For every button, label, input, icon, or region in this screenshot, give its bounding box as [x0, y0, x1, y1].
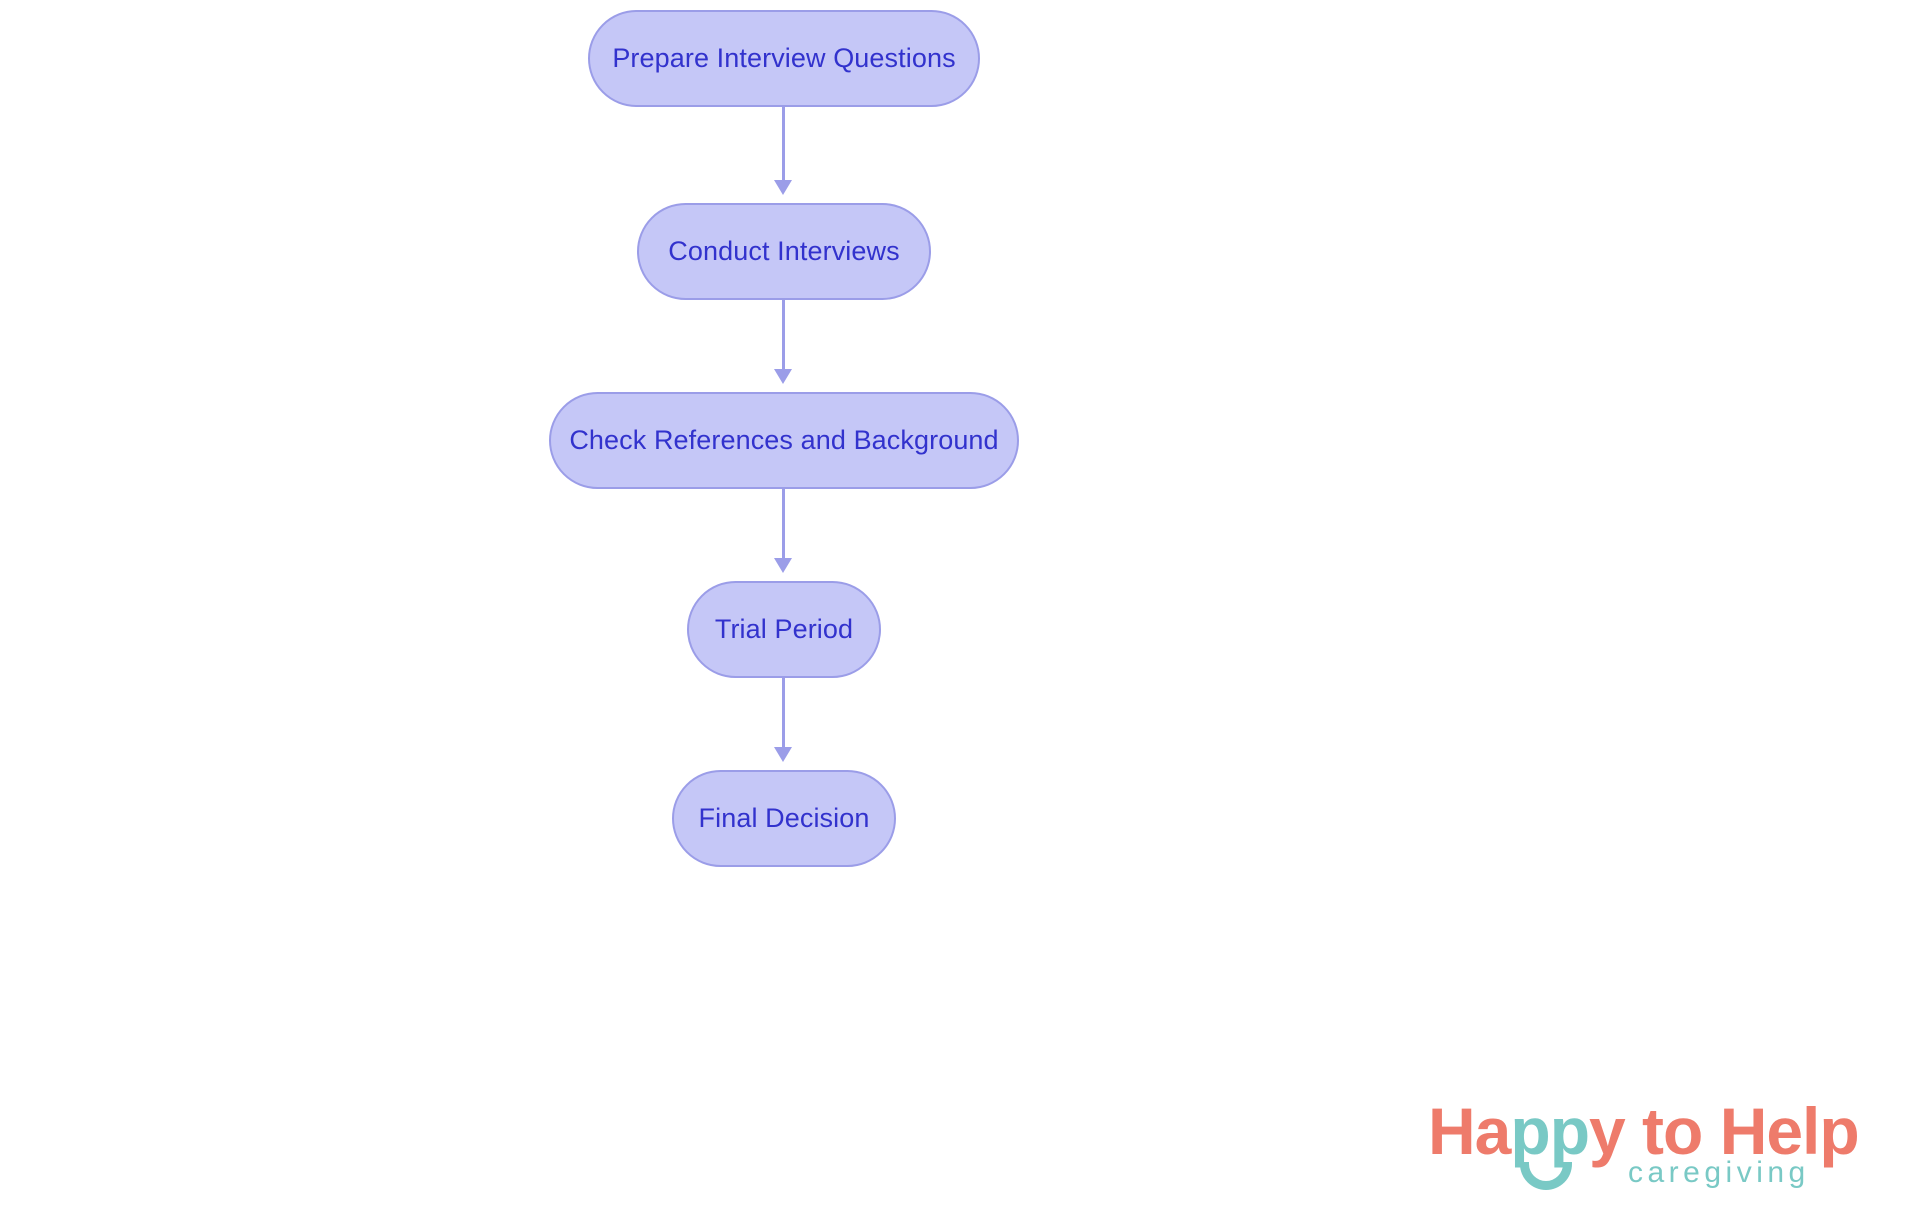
smile-arc-icon: [1520, 1162, 1572, 1190]
logo-word-part-3: y to Help: [1589, 1094, 1860, 1168]
flow-arrowhead-icon-1: [774, 180, 792, 195]
flow-node-label: Prepare Interview Questions: [612, 43, 956, 73]
brand-logo: Happy to Help caregiving: [1428, 1098, 1888, 1208]
flow-connector-line-3: [782, 489, 785, 566]
flow-node-label: Conduct Interviews: [668, 236, 900, 266]
logo-word-part-2: pp: [1510, 1094, 1590, 1168]
flow-arrowhead-icon-2: [774, 369, 792, 384]
flow-node-trial-period[interactable]: Trial Period: [687, 581, 881, 678]
flow-node-conduct-interviews[interactable]: Conduct Interviews: [637, 203, 931, 300]
flow-node-check-references-and-background[interactable]: Check References and Background: [549, 392, 1019, 489]
flow-connector-line-4: [782, 678, 785, 755]
logo-word-part-1: Ha: [1428, 1094, 1511, 1168]
flow-connector-line-2: [782, 300, 785, 377]
flow-node-label: Trial Period: [714, 614, 854, 644]
flow-connector-line-1: [782, 107, 785, 188]
logo-tagline: caregiving: [1628, 1156, 1810, 1189]
flow-node-final-decision[interactable]: Final Decision: [672, 770, 896, 867]
flow-node-label: Final Decision: [698, 803, 870, 833]
flow-arrowhead-icon-3: [774, 558, 792, 573]
logo-wordmark: Happy to Help: [1428, 1098, 1860, 1164]
flow-node-label: Check References and Background: [569, 425, 999, 455]
flow-node-prepare-interview-questions[interactable]: Prepare Interview Questions: [588, 10, 980, 107]
flow-arrowhead-icon-4: [774, 747, 792, 762]
